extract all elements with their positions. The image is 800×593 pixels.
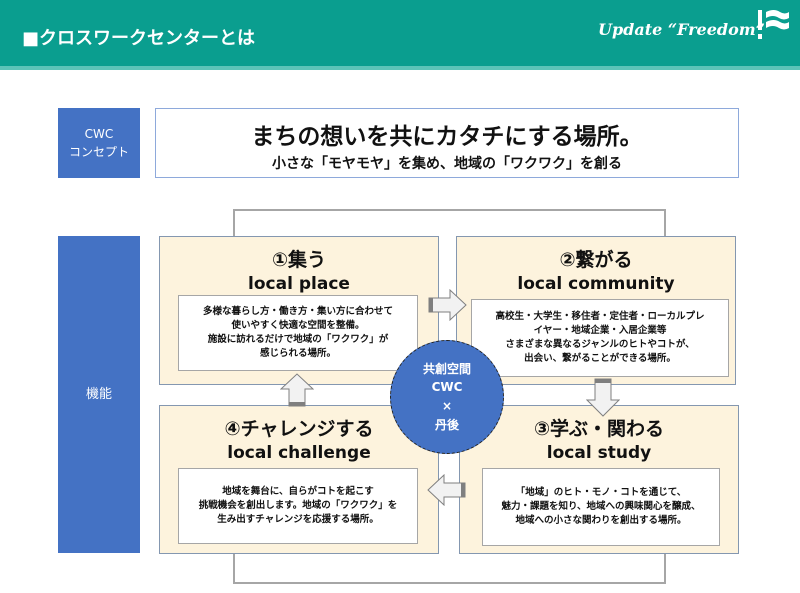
arrow-right-icon: [428, 289, 467, 321]
page-title: ■クロスワークセンターとは: [22, 28, 256, 49]
quadrant-subtitle: local challenge: [227, 443, 371, 463]
connector-bottom: [233, 582, 666, 584]
concept-main: まちの想いを共にカタチにする場所。: [251, 124, 643, 150]
concept-label-line1: CWC: [84, 127, 114, 141]
desc-line: 多様な暮らし方・働き方・集い方に合わせて: [202, 306, 393, 318]
quadrant-subtitle: local community: [517, 274, 675, 294]
quadrant-gather: ①集う local place 多様な暮らし方・働き方・集い方に合わせて使いやす…: [159, 236, 439, 385]
quadrant-subtitle: local study: [546, 443, 652, 463]
quadrant-subtitle: local place: [248, 274, 350, 294]
desc-line: 使いやすく快適な空間を整備。: [231, 320, 365, 332]
quadrant-description: 地域を舞台に、自らがコトを起こす挑戦機会を創出します。地域の「ワクワク」を生み出…: [178, 468, 418, 544]
flag-logo-icon: [758, 10, 789, 39]
desc-line: 生み出すチャレンジを応援する場所。: [217, 513, 379, 525]
connector-top: [233, 209, 666, 211]
center-line3: ×: [441, 399, 453, 413]
center-line1: 共創空間: [422, 361, 471, 376]
quadrant-description: 多様な暮らし方・働き方・集い方に合わせて使いやすく快適な空間を整備。施設に訪れる…: [178, 295, 418, 371]
concept-box: まちの想いを共にカタチにする場所。 小さな「モヤモヤ」を集め、地域の「ワクワク」…: [155, 108, 739, 178]
quadrant-title: ④チャレンジする: [224, 418, 374, 440]
quadrant-description: 高校生・大学生・移住者・定住者・ローカルプレイヤー・地域企業・入居企業等さまざま…: [471, 299, 729, 377]
concept-sub: 小さな「モヤモヤ」を集め、地域の「ワクワク」を創る: [272, 156, 622, 172]
quadrant-title: ①集う: [271, 249, 327, 271]
desc-line: 出会い、繋がることができる場所。: [524, 352, 676, 364]
center-line4: 丹後: [434, 417, 459, 432]
connector-bottom-left: [233, 553, 235, 583]
quadrant-learn: ③学ぶ・関わる local study 「地域」のヒト・モノ・コトを通じて、魅力…: [459, 405, 739, 554]
quadrant-connect: ②繋がる local community 高校生・大学生・移住者・定住者・ローカ…: [456, 236, 736, 385]
desc-line: 魅力・課題を知り、地域への興味関心を醸成、: [501, 501, 701, 513]
arrow-left-icon: [427, 474, 466, 506]
concept-label: CWC コンセプト: [58, 108, 140, 178]
header-bar: ■クロスワークセンターとは Update “Freedom”: [0, 0, 800, 70]
desc-line: 施設に訪れるだけで地域の「ワクワク」が: [207, 334, 389, 345]
desc-line: 挑戦機会を創出します。地域の「ワクワク」を: [198, 500, 398, 512]
functions-label: 機能: [58, 236, 140, 553]
desc-line: イヤー・地域企業・入居企業等: [533, 325, 667, 337]
tagline: Update “Freedom”: [598, 20, 765, 39]
desc-line: さまざまな異なるジャンルのヒトやコトが、: [505, 339, 695, 350]
connector-top-left: [233, 209, 235, 236]
quadrant-description: 「地域」のヒト・モノ・コトを通じて、魅力・課題を知り、地域への興味関心を醸成、地…: [482, 468, 720, 546]
desc-line: 高校生・大学生・移住者・定住者・ローカルプレ: [495, 311, 705, 323]
arrow-up-icon: [280, 373, 314, 407]
quadrant-title: ③学ぶ・関わる: [533, 418, 665, 440]
desc-line: 「地域」のヒト・モノ・コトを通じて、: [515, 487, 687, 499]
quadrant-challenge: ④チャレンジする local challenge 地域を舞台に、自らがコトを起こ…: [159, 405, 439, 554]
connector-top-right: [664, 209, 666, 236]
desc-line: 地域を舞台に、自らがコトを起こす: [222, 486, 374, 498]
desc-line: 地域への小さな関わりを創出する場所。: [515, 514, 687, 526]
quadrant-title: ②繋がる: [559, 249, 633, 271]
center-line2: CWC: [431, 380, 463, 395]
connector-bottom-right: [664, 553, 666, 583]
center-circle: 共創空間 CWC × 丹後: [390, 340, 504, 454]
arrow-down-icon: [586, 378, 620, 417]
desc-line: 感じられる場所。: [259, 347, 336, 359]
concept-label-line2: コンセプト: [68, 145, 129, 159]
